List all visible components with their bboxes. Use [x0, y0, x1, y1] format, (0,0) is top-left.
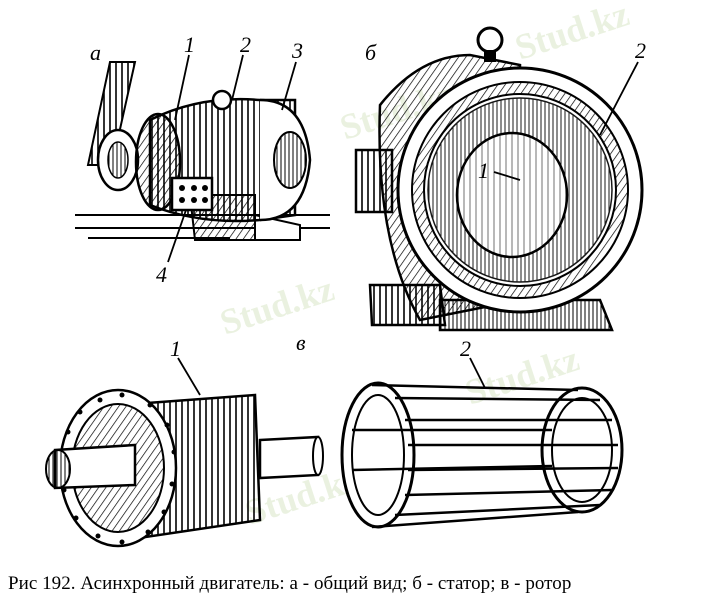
panel-c-callout-2: 2: [460, 336, 471, 361]
panel-c-callout-1: 1: [170, 336, 181, 361]
panel-a-callout-3: 3: [291, 38, 303, 63]
watermark-5: Stud.kz: [510, 0, 634, 68]
panel-c-rotor: в 1 2: [45, 330, 624, 548]
panel-a-callout-1: 1: [184, 32, 195, 57]
panel-a-general-view: а 1 2 3 4: [75, 32, 330, 287]
figure-caption: Рис 192. Асинхронный двигатель: а - общи…: [8, 573, 572, 594]
motor-figure: Stud.kz Stud.kz Stud.kz Stud.kz Stud.kz: [45, 0, 646, 548]
panel-b-callout-2: 2: [635, 38, 646, 63]
panel-b-stator: б 1 2: [354, 26, 646, 332]
panel-a-callout-4: 4: [156, 262, 167, 287]
panel-c-letter: в: [296, 330, 306, 355]
panel-a-callout-2: 2: [240, 32, 251, 57]
panel-a-letter: а: [90, 40, 101, 65]
panel-b-letter: б: [365, 40, 377, 65]
panel-b-callout-1: 1: [478, 158, 489, 183]
watermark-2: Stud.kz: [215, 268, 339, 342]
